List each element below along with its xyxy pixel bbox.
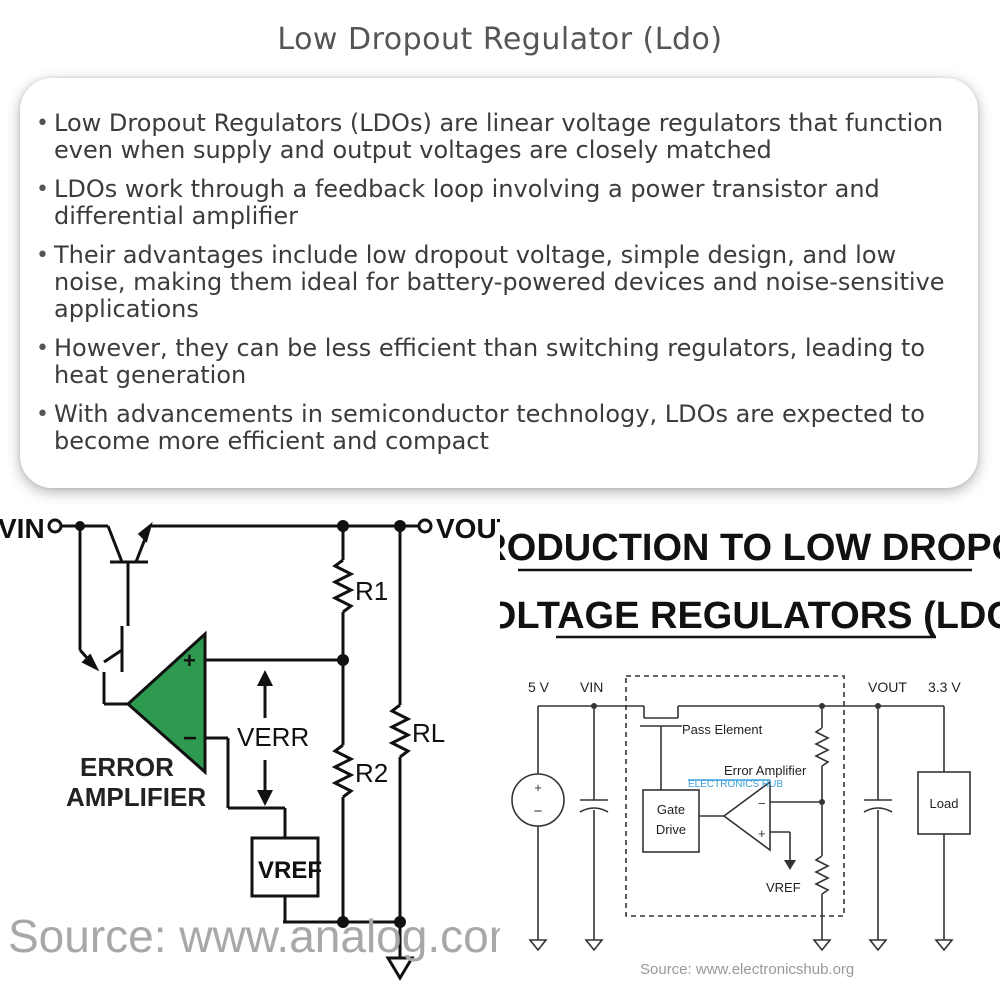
bullet-item: •Low Dropout Regulators (LDOs) are linea… xyxy=(36,109,944,164)
bullet-dot-icon: • xyxy=(36,243,49,268)
bullet-item: •Their advantages include low dropout vo… xyxy=(36,241,945,323)
load-label: Load xyxy=(930,796,959,811)
bullet-dot-icon: • xyxy=(36,177,49,202)
page-title: Low Dropout Regulator (Ldo) xyxy=(277,22,723,57)
source-credit-left: Source: www.analog.com xyxy=(8,910,500,962)
ldo-circuit-diagram-right: INTRODUCTION TO LOW DROPOUT VOLTAGE REGU… xyxy=(418,500,1000,1000)
source-credit-right: Source: www.electronicshub.org xyxy=(640,961,854,978)
r2-label: R2 xyxy=(355,758,388,788)
ldo-block-svg: INTRODUCTION TO LOW DROPOUT VOLTAGE REGU… xyxy=(418,527,1000,978)
opamp-plus-sign: + xyxy=(183,648,196,673)
ldo-circuit-svg: VIN VOUT R1 R2 RL VERR VREF + − ERROR AM… xyxy=(0,513,527,981)
vout-label: VOUT xyxy=(868,679,907,695)
bullet-item: •With advancements in semiconductor tech… xyxy=(36,400,925,455)
heading-line2: VOLTAGE REGULATORS (LDO) xyxy=(500,595,1000,637)
error-amplifier-label: Error Amplifier xyxy=(724,763,807,778)
vref-label: VREF xyxy=(258,857,322,884)
r1-label: R1 xyxy=(355,576,388,606)
pass-element-label: Pass Element xyxy=(682,722,763,737)
supply-voltage-label: 5 V xyxy=(528,679,550,695)
vin-label: VIN xyxy=(0,513,45,544)
ldo-circuit-diagram-left: VIN VOUT R1 R2 RL VERR VREF + − ERROR AM… xyxy=(0,500,527,1000)
battery-minus-sign: − xyxy=(534,803,543,820)
gate-drive-label-line2: Drive xyxy=(656,822,686,837)
battery-plus-sign: + xyxy=(534,780,542,795)
electronics-hub-watermark: ELECTRONICS HUB xyxy=(688,779,783,790)
bullet-dot-icon: • xyxy=(36,336,49,361)
gate-drive-label-line1: Gate xyxy=(657,802,685,817)
summary-card xyxy=(20,78,978,488)
error-amplifier-triangle xyxy=(125,630,207,776)
vin-label: VIN xyxy=(580,679,603,695)
bullet-dot-icon: • xyxy=(36,402,49,427)
bullet-list: •Low Dropout Regulators (LDOs) are linea… xyxy=(30,110,960,467)
vout-label: VOUT xyxy=(436,513,500,544)
rl-label: RL xyxy=(412,718,445,748)
verr-label: VERR xyxy=(237,722,309,752)
error-amplifier-label-line2: AMPLIFIER xyxy=(66,782,206,812)
output-voltage-label: 3.3 V xyxy=(928,679,961,695)
opamp-minus-sign: − xyxy=(758,796,766,811)
bullet-item: •LDOs work through a feedback loop invol… xyxy=(36,175,880,230)
error-amplifier-label-line1: ERROR xyxy=(80,752,174,782)
heading-line1: INTRODUCTION TO LOW DROPOUT xyxy=(500,527,1000,569)
opamp-plus-sign: + xyxy=(758,826,766,841)
opamp-minus-sign: − xyxy=(183,725,197,752)
bullet-dot-icon: • xyxy=(36,111,49,136)
bullet-item: •However, they can be less efficient tha… xyxy=(36,334,926,389)
vref-label: VREF xyxy=(766,880,801,895)
